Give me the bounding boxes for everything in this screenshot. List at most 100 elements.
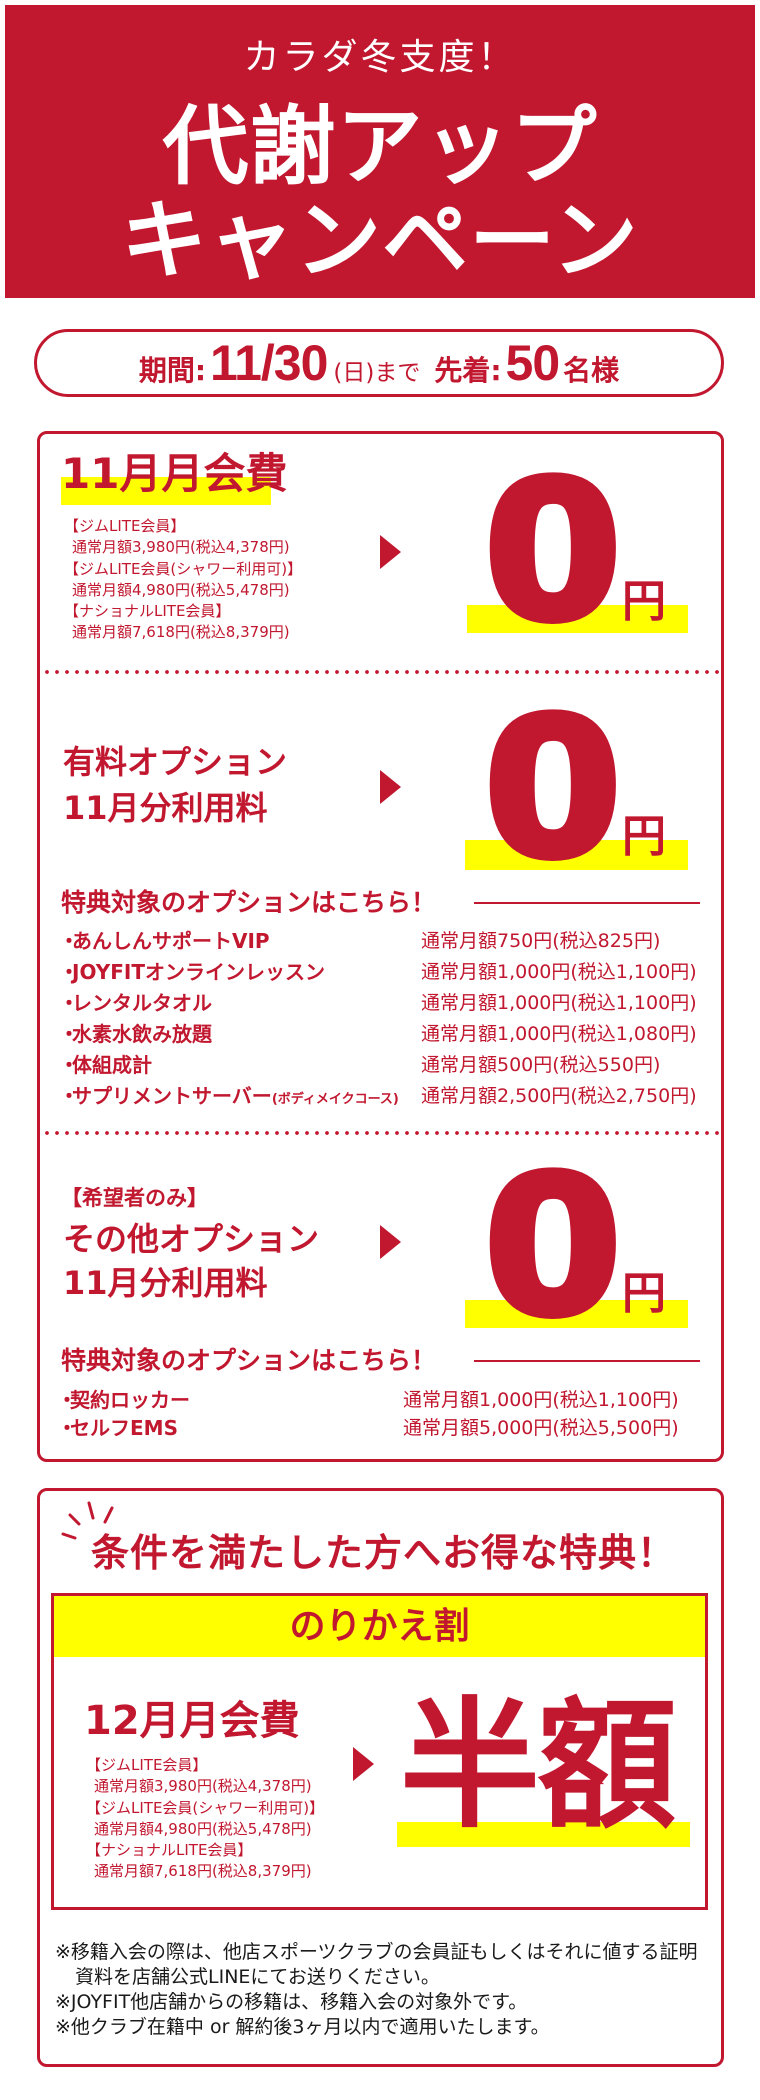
option-price: 通常月額1,000円(税込1,100円) [421, 961, 697, 983]
arrow-right-icon [380, 1225, 401, 1259]
plan-name: 【ジムLITE会員(シャワー利用可)】 [64, 559, 303, 578]
option-price: 通常月額1,000円(税込1,080円) [421, 1023, 697, 1045]
option-price: 通常月額750円(税込825円) [421, 930, 661, 952]
terms-notes: ※移籍入会の際は、他店スポーツクラブの会員証もしくはそれに値する証明 資料を店舗… [55, 1940, 698, 2040]
price-highlight [465, 840, 688, 870]
capacity-count: 50 [505, 335, 561, 391]
transfer-discount-banner: のりかえ割 [54, 1596, 705, 1657]
paid-options-list: ・あんしんサポートVIP 通常月額750円(税込825円) ・JOYFITオンラ… [59, 926, 723, 1112]
period-label: 期間: [138, 354, 207, 387]
option-price: 通常月額1,000円(税込1,100円) [421, 992, 697, 1014]
arrow-right-icon [353, 1747, 374, 1781]
december-fee-plans: 【ジムLITE会員】 通常月額3,980円(税込4,378円) 【ジムLITE会… [86, 1755, 324, 1883]
note-line-continuation: 資料を店舗公式LINEにてお送りください。 [75, 1966, 440, 1988]
campaign-subtitle: カラダ冬支度！ [243, 37, 517, 78]
free-price-value: 0 [480, 674, 625, 897]
period-badge: 期間: 11/30 (日)まで 先着: 50 名様 [34, 329, 724, 397]
plan-price: 通常月額3,980円(税込4,378円) [94, 1777, 312, 1796]
yen-unit: 円 [622, 811, 666, 862]
dotted-divider [45, 1131, 720, 1135]
option-price: 通常月額5,000円(税込5,500円) [403, 1417, 679, 1439]
period-end-suffix: (日)まで [333, 360, 421, 386]
period-end-date: 11/30 [210, 335, 328, 391]
half-price-value: 半額 [400, 1685, 677, 1848]
plan-price: 通常月額7,618円(税込8,379円) [72, 623, 290, 642]
transfer-discount-box: のりかえ割 12月月会費 【ジムLITE会員】 通常月額3,980円(税込4,3… [51, 1593, 708, 1910]
bullet: ・ [59, 929, 79, 953]
dotted-divider [45, 670, 720, 674]
plan-price: 通常月額7,618円(税込8,379円) [94, 1862, 312, 1881]
price-highlight [397, 1822, 690, 1847]
campaign-title-line1: 代謝アップ [162, 97, 598, 197]
bonus-heading: 条件を満たした方へお得な特典！ [90, 1531, 676, 1575]
request-only-tag: 【希望者のみ】 [61, 1186, 208, 1210]
paid-options-title-line1: 有料オプション [63, 743, 288, 781]
paid-options-title-line2: 11月分利用料 [63, 789, 268, 827]
transfer-card: 条件を満たした方へお得な特典！ のりかえ割 12月月会費 【ジムLITE会員】 … [37, 1488, 724, 2067]
other-options-title: その他オプション 11月分利用料 [63, 1217, 319, 1305]
campaign-header: カラダ冬支度！ 代謝アップ キャンペーン [5, 5, 755, 298]
option-note: (ボディメイクコース) [271, 1092, 399, 1107]
list-item: ・JOYFITオンラインレッスン 通常月額1,000円(税込1,100円) [59, 957, 723, 988]
eligible-options-heading: 特典対象のオプションはこちら！ [61, 1346, 437, 1375]
eligible-options-heading: 特典対象のオプションはこちら！ [61, 888, 437, 917]
free-price-value: 0 [480, 1132, 625, 1355]
option-name: セルフEMS [70, 1416, 178, 1440]
price-highlight [467, 605, 688, 633]
december-fee-title: 12月月会費 [84, 1698, 300, 1744]
bullet: ・ [59, 1022, 79, 1046]
option-name: 契約ロッカー [70, 1388, 190, 1412]
option-price: 通常月額500円(税込550円) [421, 1054, 661, 1076]
option-name: サプリメントサーバー [72, 1084, 272, 1108]
offers-card: 11月月会費 【ジムLITE会員】 通常月額3,980円(税込4,378円) 【… [37, 431, 724, 1462]
plan-price: 通常月額3,980円(税込4,378円) [72, 538, 290, 557]
option-name: JOYFITオンラインレッスン [72, 960, 325, 984]
note-line: ※他クラブ在籍中 or 解約後3ヶ月以内で適用いたします。 [55, 2016, 550, 2038]
title-highlight [61, 477, 271, 505]
list-item: ・サプリメントサーバー(ボディメイクコース) 通常月額2,500円(税込2,75… [59, 1081, 723, 1112]
monthly-fee-plans: 【ジムLITE会員】 通常月額3,980円(税込4,378円) 【ジムLITE会… [64, 516, 302, 644]
bullet: ・ [57, 1416, 77, 1440]
heading-rule [474, 902, 700, 904]
list-item: ・レンタルタオル 通常月額1,000円(税込1,100円) [59, 988, 723, 1019]
paid-options-title: 有料オプション 11月分利用料 [63, 739, 287, 831]
bullet: ・ [59, 991, 79, 1015]
other-options-title-line2: 11月分利用料 [63, 1264, 268, 1302]
other-options-title-line1: その他オプション [63, 1220, 320, 1258]
capacity-unit: 名様 [563, 354, 620, 387]
list-item: ・セルフEMS 通常月額5,000円(税込5,500円) [57, 1414, 721, 1442]
list-item: ・体組成計 通常月額500円(税込550円) [59, 1050, 723, 1081]
option-price: 通常月額2,500円(税込2,750円) [421, 1085, 697, 1107]
option-price: 通常月額1,000円(税込1,100円) [403, 1389, 679, 1411]
option-name: 水素水飲み放題 [72, 1022, 212, 1046]
bullet: ・ [57, 1388, 77, 1412]
arrow-right-icon [380, 770, 401, 804]
note-line: ※JOYFIT他店舗からの移籍は、移籍入会の対象外です。 [55, 1991, 528, 2013]
yen-unit: 円 [622, 1268, 666, 1319]
plan-name: 【ジムLITE会員(シャワー利用可)】 [86, 1798, 325, 1817]
bullet: ・ [59, 960, 79, 984]
other-options-list: ・契約ロッカー 通常月額1,000円(税込1,100円) ・セルフEMS 通常月… [57, 1386, 721, 1442]
plan-name: 【ナショナルLITE会員】 [64, 602, 231, 621]
option-name: あんしんサポートVIP [72, 929, 270, 953]
plan-name: 【ジムLITE会員】 [86, 1756, 208, 1774]
note-line: ※移籍入会の際は、他店スポーツクラブの会員証もしくはそれに値する証明 [55, 1941, 698, 1963]
plan-name: 【ナショナルLITE会員】 [86, 1841, 253, 1860]
arrow-right-icon [380, 535, 401, 569]
plan-price: 通常月額4,980円(税込5,478円) [72, 580, 290, 599]
first-come-label: 先着: [434, 354, 502, 387]
price-highlight [465, 1300, 688, 1328]
option-name: レンタルタオル [72, 991, 212, 1015]
list-item: ・あんしんサポートVIP 通常月額750円(税込825円) [59, 926, 723, 957]
list-item: ・契約ロッカー 通常月額1,000円(税込1,100円) [57, 1386, 721, 1414]
bullet: ・ [59, 1053, 79, 1077]
free-price-value: 0 [480, 437, 625, 660]
option-name: 体組成計 [72, 1053, 152, 1077]
bullet: ・ [59, 1084, 79, 1108]
monthly-fee-title: 11月月会費 [61, 449, 288, 498]
sparkle-icon [61, 1501, 114, 1540]
campaign-title-line2: キャンペーン [121, 191, 639, 291]
plan-price: 通常月額4,980円(税込5,478円) [94, 1819, 312, 1838]
plan-name: 【ジムLITE会員】 [64, 517, 186, 535]
heading-rule [474, 1360, 700, 1362]
